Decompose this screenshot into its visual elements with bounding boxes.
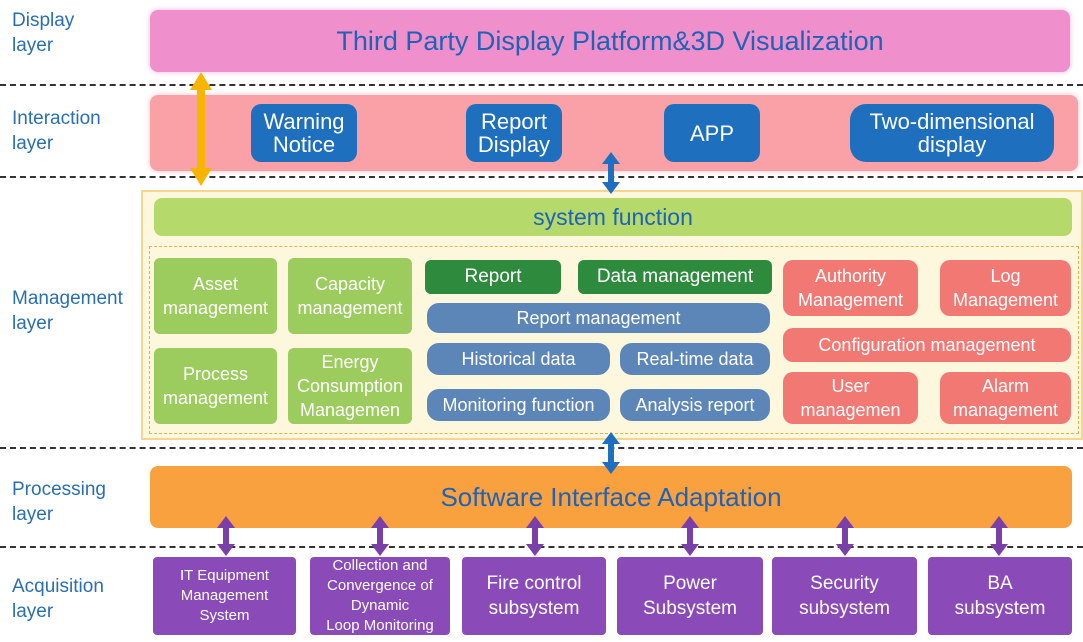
user-management-box: User managemen bbox=[783, 372, 918, 424]
realtime-data-box: Real-time data bbox=[620, 343, 770, 375]
data-management-box: Data management bbox=[578, 260, 772, 294]
report-display-box: Report Display bbox=[466, 104, 562, 162]
log-management-box: Log Management bbox=[940, 260, 1071, 316]
authority-management-box: Authority Management bbox=[783, 260, 918, 316]
monitoring-function-box: Monitoring function bbox=[427, 389, 610, 421]
acquisition-layer-label: Acquisition layer bbox=[12, 576, 104, 622]
display-layer-label: Display layer bbox=[12, 10, 75, 56]
report-management-box: Report management bbox=[427, 303, 770, 333]
warning-notice-box: Warning Notice bbox=[251, 104, 357, 162]
collection-convergence-box: Collection and Convergence of Dynamic Lo… bbox=[310, 557, 450, 635]
separator-display bbox=[0, 84, 1083, 86]
system-function-band: system function bbox=[154, 198, 1072, 236]
processing-layer-label: Processing layer bbox=[12, 479, 106, 525]
separator-processing bbox=[0, 546, 1083, 548]
power-subsystem-box: Power Subsystem bbox=[617, 557, 763, 635]
security-subsystem-box: Security subsystem bbox=[772, 557, 917, 635]
asset-management-box: Asset management bbox=[154, 258, 277, 334]
separator-management bbox=[0, 447, 1083, 449]
software-interface-band: Software Interface Adaptation bbox=[150, 466, 1072, 528]
two-dimensional-display-box: Two-dimensional display bbox=[850, 104, 1054, 162]
separator-interaction bbox=[0, 176, 1083, 178]
analysis-report-box: Analysis report bbox=[620, 389, 770, 421]
app-box: APP bbox=[664, 104, 760, 162]
report-box: Report bbox=[425, 260, 561, 294]
interaction-layer-label: Interaction layer bbox=[12, 108, 101, 154]
display-platform-band: Third Party Display Platform&3D Visualiz… bbox=[150, 10, 1070, 72]
energy-consumption-box: Energy Consumption Managemen bbox=[288, 348, 412, 424]
fire-control-box: Fire control subsystem bbox=[462, 557, 606, 635]
historical-data-box: Historical data bbox=[427, 343, 610, 375]
management-layer-label: Management layer bbox=[12, 288, 123, 334]
ba-subsystem-box: BA subsystem bbox=[928, 557, 1072, 635]
it-equipment-box: IT Equipment Management System bbox=[153, 557, 296, 635]
capacity-management-box: Capacity management bbox=[288, 258, 412, 334]
alarm-management-box: Alarm management bbox=[940, 372, 1071, 424]
configuration-management-box: Configuration management bbox=[783, 328, 1071, 362]
process-management-box: Process management bbox=[154, 348, 277, 424]
